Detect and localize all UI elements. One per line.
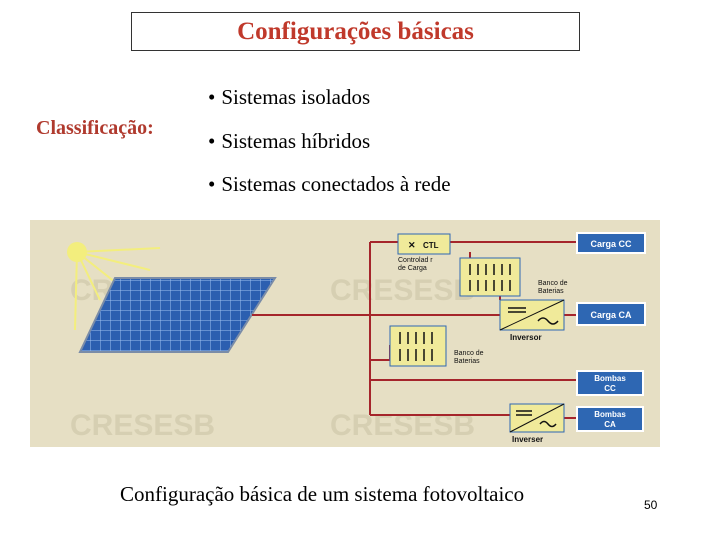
bullet-item-grid-connected: •Sistemas conectados à rede	[208, 172, 451, 196]
inverter-2	[509, 403, 565, 433]
inverter-1	[499, 299, 565, 331]
bullet-item-hybrid: •Sistemas híbridos	[208, 129, 371, 153]
pump-dc-label: CC	[604, 384, 616, 393]
pump-dc-box: Bombas CC	[576, 370, 644, 396]
battery-bank-2	[389, 325, 447, 367]
page-number: 50	[644, 498, 658, 512]
pump-ac-label: Bombas	[594, 410, 626, 419]
title-box: Configurações básicas	[131, 12, 580, 51]
pump-dc-label: Bombas	[594, 374, 626, 383]
battery-bank-2-label: Baterias	[454, 358, 480, 365]
bullet-text: Sistemas isolados	[221, 85, 371, 109]
bullet-text: Sistemas híbridos	[221, 129, 371, 153]
pump-ac-label: CA	[604, 420, 616, 429]
charge-controller: ✕ CTL	[397, 233, 451, 255]
controller-label: de Carga	[398, 265, 427, 272]
transistor-icon: ✕	[408, 240, 416, 250]
pv-system-diagram: CRESESB CRESESB CRESESB CRESESB ✕ CTL Co…	[30, 220, 660, 447]
controller-tag: CTL	[423, 241, 439, 250]
battery-bank-1	[459, 257, 521, 297]
battery-bank-1-label: Baterias	[538, 288, 564, 295]
watermark-text: CRESESB	[70, 409, 215, 442]
bullet-text: Sistemas conectados à rede	[221, 172, 451, 196]
load-dc-box: Carga CC	[576, 232, 646, 254]
slide-title: Configurações básicas	[237, 17, 474, 45]
watermark-text: CRESESB	[330, 409, 475, 442]
load-ac-label: Carga CA	[590, 310, 632, 320]
pump-ac-box: Bombas CA	[576, 406, 644, 432]
bullet-item-isolated: •Sistemas isolados	[208, 85, 371, 109]
controller-label: Controlad r	[398, 257, 433, 264]
watermark-text: CRESESB	[330, 274, 475, 307]
load-dc-label: Carga CC	[590, 239, 632, 249]
load-ac-box: Carga CA	[576, 302, 646, 326]
inverter-2-label: Inverser	[512, 435, 543, 444]
battery-bank-2-label: Banco de	[454, 350, 484, 357]
battery-bank-1-label: Banco de	[538, 280, 568, 287]
classification-label: Classificação:	[36, 117, 154, 139]
solar-panel-array	[78, 277, 277, 353]
figure-caption: Configuração básica de um sistema fotovo…	[120, 482, 525, 506]
inverter-1-label: Inversor	[510, 333, 542, 342]
